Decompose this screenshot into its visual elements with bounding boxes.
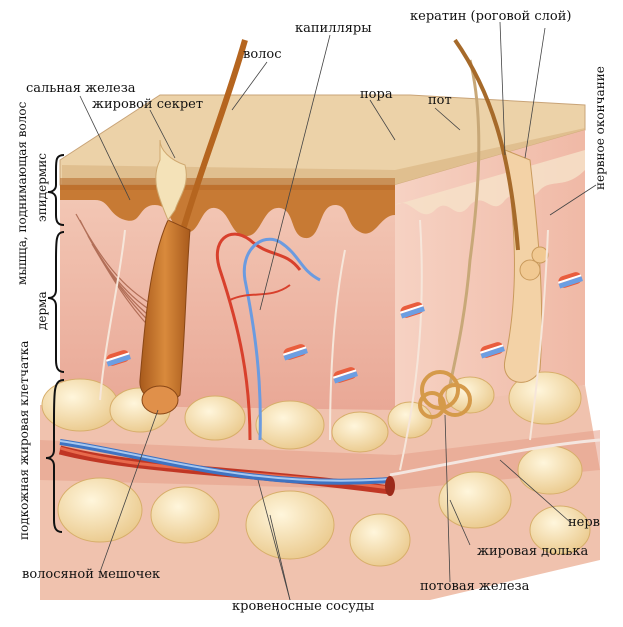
label-sweat: пот [428,93,452,108]
hair-and-follicle [139,39,248,415]
label-nerve: нерв [568,515,600,530]
label-sweat-gland: потовая железа [420,579,530,594]
vessel-cut-ends [105,272,583,384]
label-subcutaneous: подкожная жировая клетчатка [17,340,31,540]
layer-brackets [45,154,65,533]
label-epidermis: эпидермис [35,153,49,222]
label-hair-follicle: волосяной мешочек [22,567,161,582]
label-fat-secretion: жировой секрет [92,97,204,112]
label-muscle: мышца, поднимающая волос [15,101,29,285]
right-hair [453,38,549,383]
label-dermis: дерма [35,291,49,330]
deep-blood-vessels [58,438,601,496]
nerve-fibers [99,219,549,471]
label-capillaries: капилляры [295,21,372,36]
label-nerve-ending: нервное окончание [593,66,607,190]
sweat-gland [418,59,481,419]
label-keratin: кератин (роговой слой) [410,9,572,24]
label-pore: пора [360,87,393,102]
label-hair: волос [243,47,282,62]
label-blood-vessels: кровеносные сосуды [232,599,375,614]
leader-lines [79,21,597,601]
label-fat-lobule: жировая долька [477,544,589,559]
label-sebaceous-gland: сальная железа [26,81,136,96]
capillary-loops [215,232,321,441]
